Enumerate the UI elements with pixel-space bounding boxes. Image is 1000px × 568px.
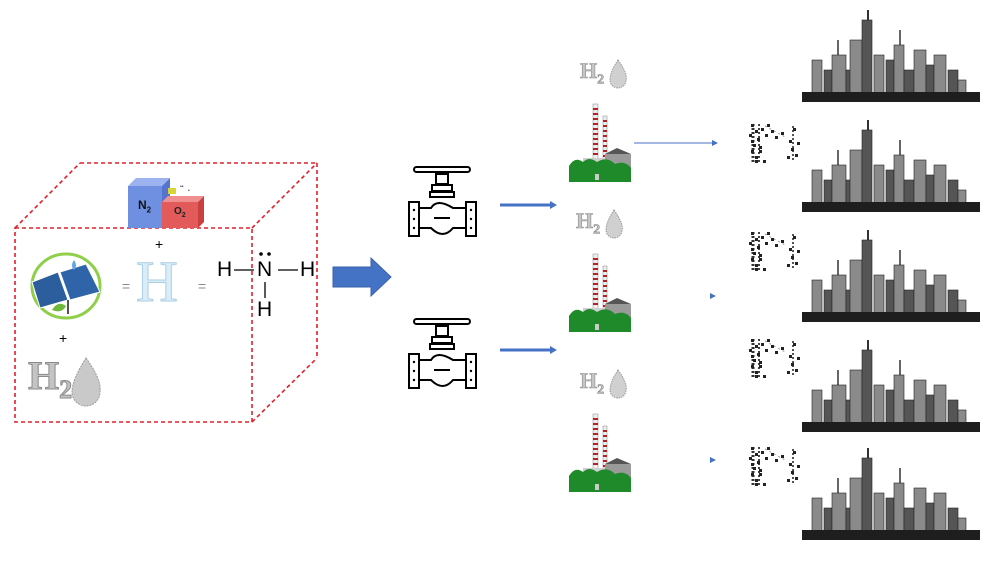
ammonia-h-left: H [217,258,233,281]
equals-sign-1: = [122,278,131,294]
h2-logo-h: H [580,368,598,394]
plant-arrow-3 [710,457,716,463]
gas-cubes-illustration: •• • N2 O2 [126,176,206,228]
o2-cube [162,202,198,228]
ammonia-n: N [257,258,273,281]
power-line-pylon-icon [745,335,805,381]
h2-logo-sub: 2 [593,222,601,238]
n2-label: N2 [138,198,152,215]
lone-pair-dot [259,252,263,256]
lone-pair-dot [267,252,271,256]
power-plant-icon [565,250,635,340]
svg-text:••: •• [180,184,184,190]
h2-logo-h: H [580,58,598,84]
plus-sign-bottom: + [59,330,68,346]
city-skyline-icon [802,10,980,102]
valve-icon [408,166,478,240]
city-skyline-icon [802,120,980,212]
water-hydrogen-letter: H [136,249,179,315]
h2-logo-h: H [27,353,60,399]
city-skyline-icon [802,230,980,322]
h2-logo-sub: 2 [597,72,605,88]
plus-sign-top: + [155,236,164,252]
ammonia-h-right: H [300,258,316,281]
ammonia-h-bottom: H [257,298,273,321]
power-line-pylon-icon [745,228,805,274]
solar-panel-icon [22,252,110,320]
h2-logo-sub: 2 [59,375,73,405]
city-skyline-icon [802,448,980,540]
valve-icon [408,318,478,392]
plant-arrow-2 [710,293,716,299]
plant-arrow-1 [634,140,718,146]
n2-cube [128,186,162,228]
ammonia-structure: H N H H [214,250,324,322]
source-box: •• • N2 O2 + = H = H N H H [0,0,330,440]
svg-text:•: • [188,188,190,194]
valve-arrow-1 [500,201,557,209]
h2-logo-h: H [576,208,594,234]
equals-sign-2: = [198,278,207,294]
power-plant-icon [565,410,635,500]
valve-arrow-2 [500,346,557,354]
o2-label: O2 [174,206,186,219]
city-skyline-icon [802,340,980,432]
dashed-cube-outline [14,162,318,423]
h2-drop-logo: H2 [27,350,108,410]
power-line-pylon-icon [745,443,805,489]
main-flow-arrow [332,256,392,298]
power-line-pylon-icon [745,120,805,166]
h2-logo-sub: 2 [597,382,605,398]
power-plant-icon [565,100,635,190]
